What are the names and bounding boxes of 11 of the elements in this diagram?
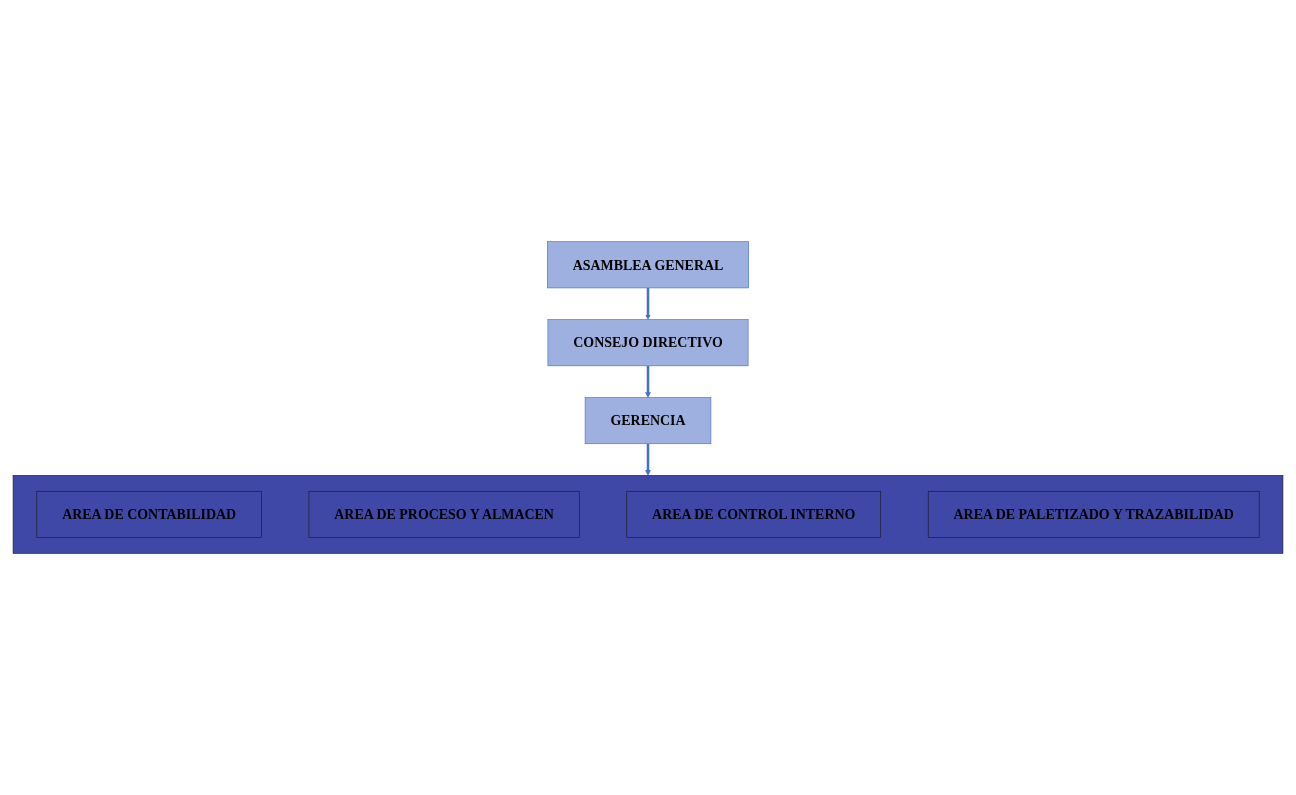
- node-box: AREA DE PROCESO Y ALMACEN: [308, 490, 580, 538]
- node-box: AREA DE CONTROL INTERNO: [626, 490, 881, 538]
- node-box: AREA DE PALETIZADO Y TRAZABILIDAD: [927, 490, 1260, 538]
- node-box: ASAMBLEA GENERAL: [547, 241, 749, 289]
- arrow: [645, 287, 651, 320]
- node-box: AREA DE CONTABILIDAD: [36, 490, 262, 538]
- cluster: [12, 475, 1284, 554]
- arrow: [645, 365, 651, 398]
- node-box: GERENCIA: [584, 397, 712, 445]
- arrow: [645, 443, 651, 476]
- node-box: CONSEJO DIRECTIVO: [547, 319, 749, 367]
